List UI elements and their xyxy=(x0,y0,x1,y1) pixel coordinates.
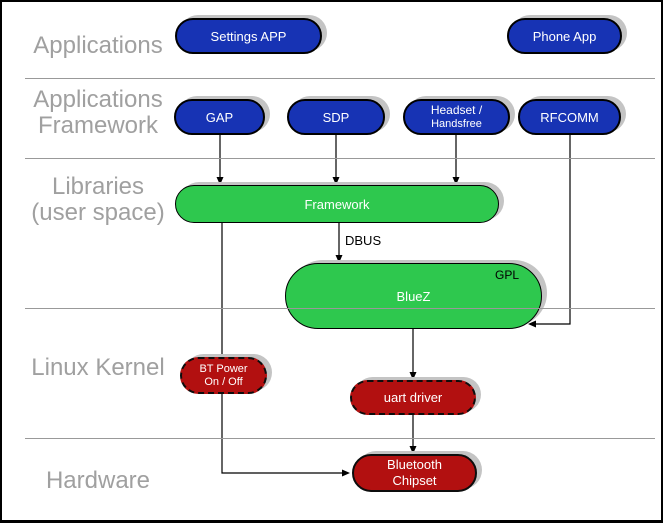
node-label: On / Off xyxy=(204,375,243,388)
node-rfcomm: RFCOMM xyxy=(518,99,621,135)
layer-divider xyxy=(25,158,655,159)
node-uart-driver: uart driver xyxy=(350,380,476,415)
arrowhead-left-icon xyxy=(528,320,536,328)
arrowhead-down-icon xyxy=(409,372,417,380)
node-settings-app: Settings APP xyxy=(175,18,322,54)
dbus-connector-label: DBUS xyxy=(345,233,382,248)
layer-label-text: Linux Kernel xyxy=(31,354,165,381)
node-label: Phone App xyxy=(532,28,597,44)
node-label: BT Power xyxy=(199,362,248,375)
layer-label-text: (user space) xyxy=(31,199,165,226)
layer-divider xyxy=(25,78,655,79)
layer-label-applications-framework: Applications Framework xyxy=(22,87,174,139)
layer-label-text: Framework xyxy=(37,112,158,139)
layer-label-text: Applications xyxy=(33,86,163,113)
node-bt-power: BT Power On / Off xyxy=(180,357,267,394)
layer-divider xyxy=(25,438,655,439)
node-label: Handsfree xyxy=(431,118,482,130)
arrowhead-down-icon xyxy=(335,255,343,263)
arrowhead-down-icon xyxy=(332,177,340,185)
arrowhead-down-icon xyxy=(409,446,417,454)
node-label: Headset / xyxy=(430,103,483,117)
node-label: GAP xyxy=(205,109,234,125)
node-gap: GAP xyxy=(174,99,265,135)
node-bluetooth-chipset: Bluetooth Chipset xyxy=(352,454,477,492)
connector-framework-chipset xyxy=(221,223,342,474)
layer-label-hardware: Hardware xyxy=(22,468,174,494)
node-headset-handsfree: Headset / Handsfree xyxy=(403,99,510,135)
node-sdp: SDP xyxy=(287,99,385,135)
node-label: uart driver xyxy=(383,390,443,405)
layer-label-text: Libraries xyxy=(51,173,145,200)
node-label: Framework xyxy=(304,196,370,212)
layer-label-applications: Applications xyxy=(22,33,174,59)
node-label: Bluetooth xyxy=(387,457,442,472)
connector-rfcomm-bluez xyxy=(536,135,571,325)
layer-label-text: Applications xyxy=(33,32,163,59)
node-phone-app: Phone App xyxy=(507,18,622,54)
layer-label-libraries: Libraries (user space) xyxy=(22,174,174,226)
layer-label-text: Hardware xyxy=(45,467,151,494)
node-framework: Framework xyxy=(175,185,499,223)
node-bluez: GPL BlueZ xyxy=(285,263,542,329)
gpl-license-badge: GPL xyxy=(494,268,519,282)
node-label: Chipset xyxy=(392,473,437,488)
arrowhead-down-icon xyxy=(452,177,460,185)
node-label: RFCOMM xyxy=(540,109,599,125)
layer-label-linux-kernel: Linux Kernel xyxy=(22,355,174,381)
arrowhead-right-icon xyxy=(342,469,350,477)
arrowhead-down-icon xyxy=(216,177,224,185)
node-label: SDP xyxy=(322,109,350,125)
layer-divider xyxy=(25,308,655,309)
node-label: BlueZ xyxy=(396,288,431,304)
node-label: Settings APP xyxy=(210,28,287,44)
